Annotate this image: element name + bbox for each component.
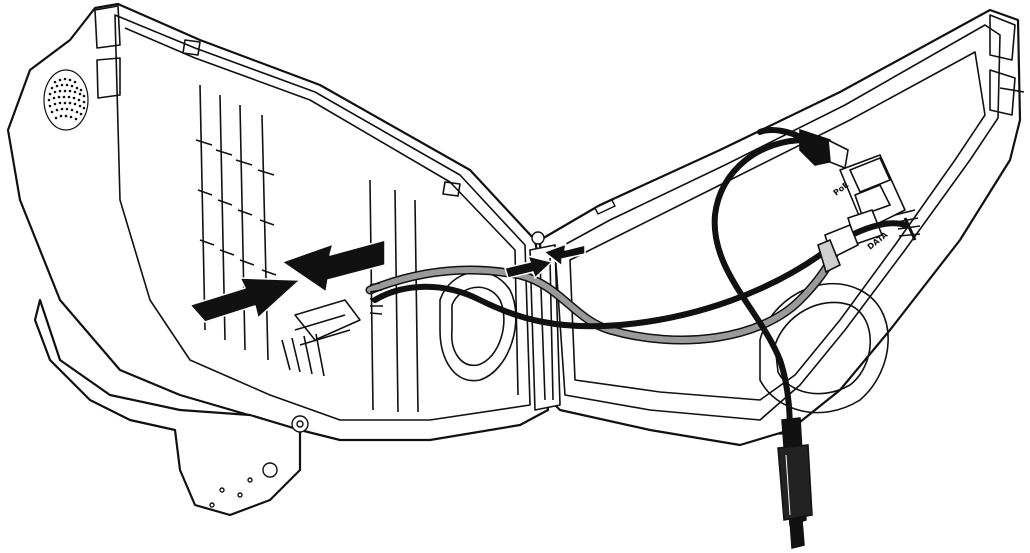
hinge-screw <box>531 199 616 245</box>
cable-exit <box>777 417 813 549</box>
arrow-left-large-icon <box>281 239 386 293</box>
direction-arrows <box>189 239 586 323</box>
grey-cable <box>365 235 845 345</box>
arrow-left-small-icon <box>543 243 586 267</box>
right-housing <box>538 8 1022 447</box>
arrow-right-small-icon <box>504 255 553 279</box>
arrow-right-large-icon <box>189 277 301 323</box>
rj45-plug-poe <box>799 128 849 170</box>
wire-connector <box>369 209 921 315</box>
speaker-grille-icon <box>43 69 89 131</box>
rj45-plug-data <box>817 223 860 274</box>
